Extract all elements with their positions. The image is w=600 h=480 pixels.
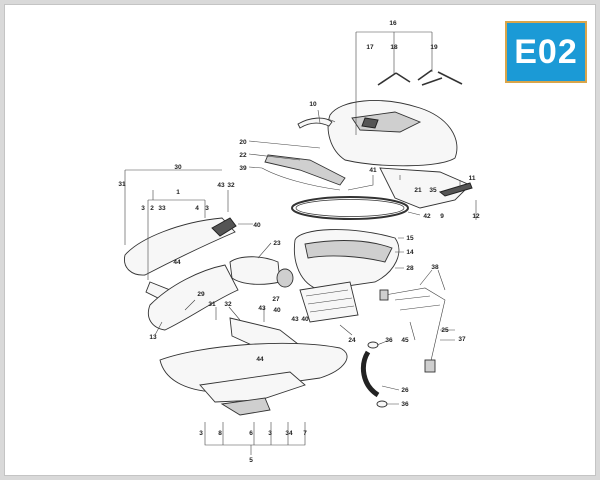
callout-43-b: 43 <box>258 305 266 312</box>
callout-29: 29 <box>197 291 205 298</box>
callout-40-c: 40 <box>301 316 309 323</box>
callout-44-b: 44 <box>256 356 264 363</box>
leader-lines <box>124 31 477 455</box>
callout-37: 37 <box>458 336 466 343</box>
callout-27: 27 <box>272 296 280 303</box>
callout-45: 45 <box>401 337 409 344</box>
callout-32-a: 32 <box>227 182 235 189</box>
callout-4: 4 <box>195 205 199 212</box>
callout-42: 42 <box>423 213 431 220</box>
callout-3-d: 3 <box>268 430 272 437</box>
callout-24: 24 <box>348 337 356 344</box>
callout-16: 16 <box>389 20 397 27</box>
callout-43-c: 43 <box>291 316 299 323</box>
callout-14: 14 <box>406 249 414 256</box>
callout-19: 19 <box>430 44 438 51</box>
callout-8: 8 <box>218 430 222 437</box>
callout-30: 30 <box>174 164 182 171</box>
callout-9: 9 <box>440 213 444 220</box>
callout-5: 5 <box>249 457 253 464</box>
right-side-panel-part <box>379 167 473 209</box>
callout-40-b: 40 <box>273 307 281 314</box>
callout-10: 10 <box>309 101 317 108</box>
grille-part <box>261 154 346 191</box>
callout-12: 12 <box>472 213 480 220</box>
callout-7: 7 <box>303 430 307 437</box>
callout-38: 38 <box>431 264 439 271</box>
decal-strips-part <box>377 69 463 86</box>
intake-duct-part <box>229 256 294 288</box>
callout-17: 17 <box>366 44 374 51</box>
filter-part <box>299 281 359 323</box>
callout-1: 1 <box>176 189 180 196</box>
callout-21: 21 <box>414 187 422 194</box>
callout-31-mid: 31 <box>208 301 216 308</box>
callout-23: 23 <box>273 240 281 247</box>
callout-43-a: 43 <box>217 182 225 189</box>
diagram-frame: E02 <box>4 4 596 476</box>
section-code-badge: E02 <box>505 21 587 83</box>
callout-3-a: 3 <box>141 205 145 212</box>
callout-labels: 16 17 18 19 10 20 22 39 41 21 35 11 9 42… <box>118 20 480 464</box>
callout-22: 22 <box>239 152 247 159</box>
callout-11: 11 <box>469 175 476 182</box>
wiring-harness-part <box>379 287 446 373</box>
gasket-ring-part <box>291 196 409 220</box>
callout-26: 26 <box>401 387 409 394</box>
callout-36-bottom: 36 <box>401 401 409 408</box>
callout-36-top: 36 <box>385 337 393 344</box>
callout-15: 15 <box>406 235 414 242</box>
callout-13: 13 <box>149 334 157 341</box>
bottom-fairing-part <box>159 342 348 416</box>
callout-28: 28 <box>406 265 414 272</box>
air-box-part <box>293 229 400 291</box>
callout-20: 20 <box>239 139 247 146</box>
callout-31-top: 31 <box>118 181 126 188</box>
callout-39: 39 <box>239 165 247 172</box>
callout-32-b: 32 <box>224 301 232 308</box>
callout-2-a: 2 <box>150 205 154 212</box>
callout-35: 35 <box>429 187 437 194</box>
callout-33: 33 <box>158 205 166 212</box>
callout-44-a: 44 <box>173 259 181 266</box>
callout-3-c: 3 <box>199 430 203 437</box>
callout-18: 18 <box>390 44 398 51</box>
callout-41: 41 <box>369 167 377 174</box>
hose-part <box>360 341 388 408</box>
top-cover-part <box>297 100 458 167</box>
callout-40-a: 40 <box>253 222 261 229</box>
lower-shroud-part <box>147 264 300 348</box>
callout-34: 34 <box>285 430 293 437</box>
callout-6: 6 <box>249 430 253 437</box>
callout-25: 25 <box>441 327 449 334</box>
callout-3-b: 3 <box>205 205 209 212</box>
